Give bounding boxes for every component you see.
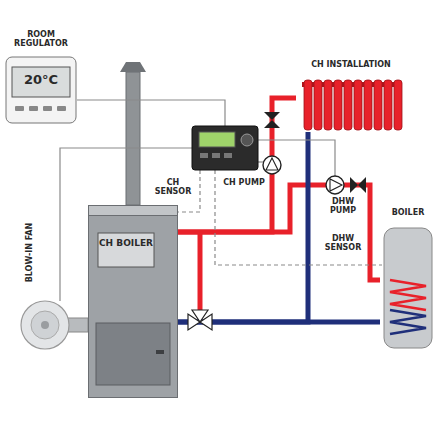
- valve-body: [350, 177, 358, 193]
- room-regulator: ROOM REGULATOR 20°C: [5, 30, 77, 125]
- fan-housing: [21, 301, 69, 349]
- door-handle: [156, 350, 164, 354]
- tank-coil: [390, 280, 426, 310]
- installation-heading: CH INSTALLATION: [296, 60, 406, 69]
- regulator-wire: [77, 100, 225, 126]
- radiator-section: [324, 80, 332, 130]
- regulator-housing: [6, 57, 76, 123]
- radiator-section: [384, 80, 392, 130]
- tank-heading: BOILER: [380, 208, 436, 217]
- controller: [192, 126, 258, 170]
- radiator-section: [344, 80, 352, 130]
- three-way-valve: [188, 310, 212, 330]
- dhw-pump: [326, 176, 344, 194]
- radiator: CH INSTALLATION: [296, 58, 406, 132]
- controller-knob: [241, 134, 253, 146]
- radiator-section: [354, 80, 362, 130]
- hot-water-tank: BOILER: [380, 206, 436, 350]
- controller-display: [199, 132, 235, 147]
- ch-pump: [263, 156, 281, 174]
- boiler-name: CH BOILER: [99, 238, 153, 248]
- pump-label: DHW PUMP: [318, 197, 368, 215]
- dhw-sensor-wire: [215, 170, 382, 265]
- pump-symbol: [263, 156, 281, 174]
- radiator-section: [364, 80, 372, 130]
- radiator-section: [334, 80, 342, 130]
- controller-button: [200, 153, 208, 158]
- valve-body: [192, 310, 208, 322]
- tank-body: [384, 228, 432, 348]
- radiator-section: [314, 80, 322, 130]
- controller-button: [212, 153, 220, 158]
- ch-valve: [264, 112, 280, 128]
- valve-body: [358, 177, 366, 193]
- boiler-door: [96, 323, 170, 385]
- chimney-pipe: [126, 72, 140, 205]
- radiator-outline: [296, 58, 406, 132]
- device-heading: ROOM REGULATOR: [5, 30, 77, 48]
- ch-boiler: CH BOILER: [88, 205, 178, 398]
- valve-body: [264, 112, 280, 120]
- tank-coil: [390, 310, 426, 334]
- controller-housing: [192, 126, 258, 170]
- regulator-button: [29, 106, 38, 111]
- radiator-section: [374, 80, 382, 130]
- chimney-cap: [120, 62, 146, 72]
- temperature-readout: 20°C: [14, 73, 68, 88]
- boiler-plate: [98, 233, 154, 267]
- pump-arrow: [266, 158, 278, 170]
- boiler-top: [89, 206, 178, 216]
- regulator-button: [43, 106, 52, 111]
- sensor-label: CH SENSOR: [150, 178, 196, 196]
- pipe-connector: [178, 98, 296, 232]
- dhw-pump-wire: [258, 140, 335, 176]
- controller-button: [224, 153, 232, 158]
- ch-boiler-outline: [88, 205, 178, 398]
- dhw-valve: [350, 177, 366, 193]
- radiator-section: [394, 80, 402, 130]
- regulator-button: [15, 106, 24, 111]
- regulator-display: [12, 67, 70, 97]
- regulator-button: [57, 106, 66, 111]
- sensor-label: DHW SENSOR: [320, 234, 366, 252]
- bypass-pipe: [198, 232, 203, 314]
- radiator-section: [304, 80, 312, 130]
- boiler-body: [89, 206, 178, 398]
- fan-label: BLOW-IN FAN: [25, 213, 34, 293]
- hot-water-tank-outline: [380, 206, 436, 350]
- pump-arrow: [330, 179, 342, 191]
- fan-inlet: [31, 311, 59, 339]
- fan-hub: [41, 321, 49, 329]
- pump-symbol: [326, 176, 344, 194]
- pump-label: CH PUMP: [220, 178, 268, 187]
- blow-in-fan: [21, 301, 88, 349]
- pipe-connector: [178, 185, 380, 280]
- valve-body: [264, 120, 280, 128]
